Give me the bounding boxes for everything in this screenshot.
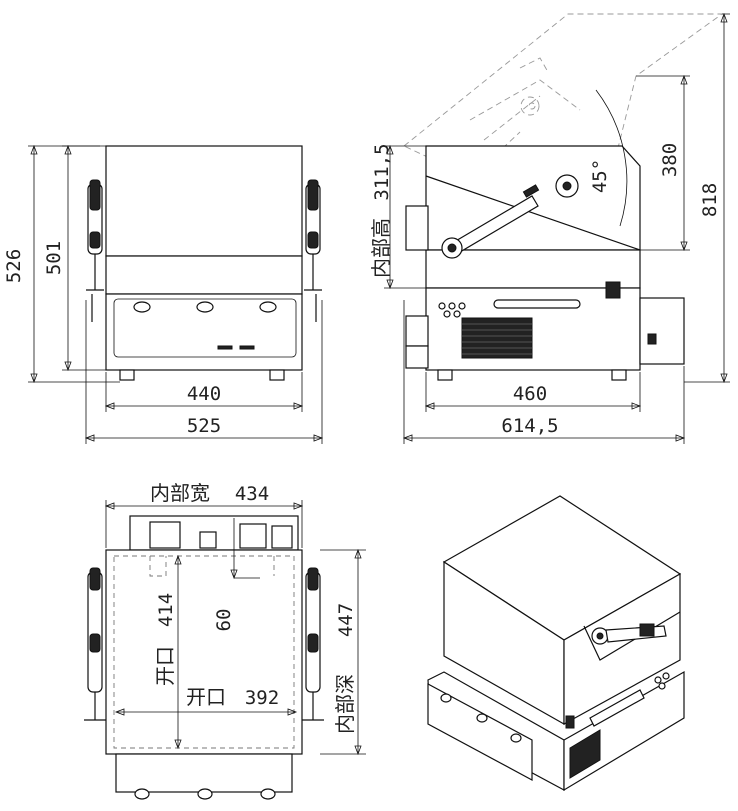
top-spring-right xyxy=(302,567,324,721)
dim-offset-value: 60 xyxy=(213,609,235,632)
bolt-cluster xyxy=(438,302,466,318)
vent-grille xyxy=(461,317,533,359)
iso-handle xyxy=(589,689,645,727)
iso-lid-side xyxy=(563,572,681,726)
slot xyxy=(493,299,581,309)
top-spring-left xyxy=(84,567,106,721)
switch-icon xyxy=(647,333,657,345)
dim-inner-height-value: 311,5 xyxy=(371,143,393,200)
dim-front-width-outer: 525 xyxy=(187,415,221,437)
dim-inner-depth-label: 内部深 xyxy=(333,674,357,734)
dim-side-width-inner: 460 xyxy=(513,383,547,405)
side-view: 45° 内部高 311,5 380 818 460 614,5 xyxy=(369,12,730,444)
isometric-view xyxy=(427,495,685,792)
gas-spring-right xyxy=(304,179,322,322)
front-panel xyxy=(113,298,297,358)
foot xyxy=(119,369,135,381)
top-view: 内部宽 434 开口 414 60 开口 392 内部深 447 xyxy=(84,481,366,800)
top-body xyxy=(105,549,303,755)
dim-inner-width-label: 内部宽 xyxy=(150,481,210,505)
label-plate xyxy=(239,345,255,350)
dim-side-width-outer: 614,5 xyxy=(501,415,558,437)
dim-inner-depth-value: 447 xyxy=(335,603,357,637)
side-bracket xyxy=(405,205,429,251)
dim-inner-width-value: 434 xyxy=(235,483,269,505)
dim-opening-width-value: 392 xyxy=(245,687,279,709)
front-view: 526 501 440 525 xyxy=(3,144,324,444)
side-drawer xyxy=(639,297,685,365)
dim-inner-height-label: 内部高 xyxy=(369,218,393,278)
dim-opening-height-value: 414 xyxy=(155,593,177,627)
knob-icon xyxy=(259,301,277,313)
label-plate xyxy=(217,345,233,350)
iso-front-drawer xyxy=(427,682,533,782)
dim-front-height-outer: 526 xyxy=(3,249,25,283)
dim-front-width-inner: 440 xyxy=(187,383,221,405)
top-front-drawer xyxy=(115,753,293,793)
latch-icon xyxy=(605,281,621,299)
knob-icon xyxy=(196,301,214,313)
front-lid xyxy=(105,145,303,257)
foot xyxy=(269,369,285,381)
dim-front-height-inner: 501 xyxy=(43,241,65,275)
dim-opening-height-label: 开口 xyxy=(153,646,177,686)
dim-opening-width-label: 开口 xyxy=(186,685,226,709)
dim-lid-angle: 45° xyxy=(589,159,611,193)
knob-icon xyxy=(133,301,151,313)
side-bracket xyxy=(405,315,429,347)
dim-lid-height: 380 xyxy=(659,143,681,177)
top-inner-outline xyxy=(113,555,295,749)
iso-vent xyxy=(569,729,601,779)
front-body-upper xyxy=(105,255,303,295)
dim-total-height: 818 xyxy=(699,183,721,217)
side-bracket xyxy=(405,345,429,369)
gas-spring-left xyxy=(86,179,104,322)
